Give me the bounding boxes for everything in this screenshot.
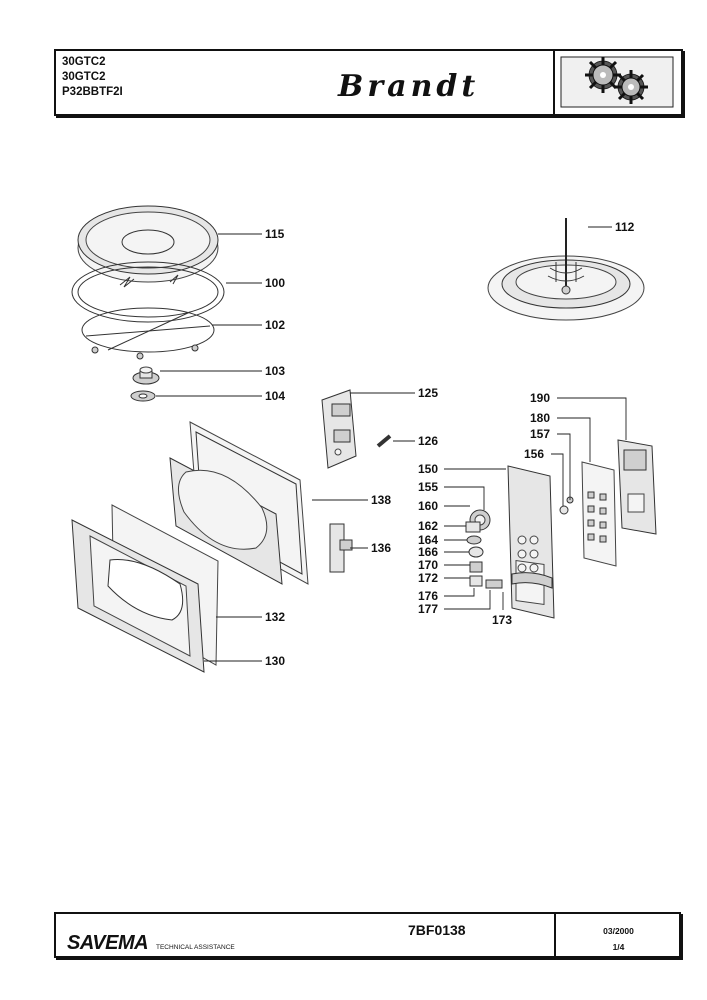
document-number: 7BF0138 — [408, 922, 466, 938]
label-190: 190 — [530, 391, 550, 405]
label-102: 102 — [265, 318, 285, 332]
label-180: 180 — [530, 411, 550, 425]
label-164: 164 — [418, 533, 438, 547]
label-157: 157 — [530, 427, 550, 441]
switch-bracket-part — [321, 389, 357, 469]
label-177: 177 — [418, 602, 438, 616]
label-100: 100 — [265, 276, 285, 290]
turntable-plate-part — [77, 205, 219, 283]
label-112: 112 — [615, 220, 635, 234]
pin-part — [376, 434, 392, 448]
label-132: 132 — [265, 610, 285, 624]
footer-box: SAVEMA TECHNICAL ASSISTANCE 7BF0138 03/2… — [54, 912, 681, 958]
page-number: 1/4 — [612, 942, 625, 952]
label-138: 138 — [371, 493, 391, 507]
washer-part — [130, 390, 156, 402]
control-panel-part — [507, 465, 555, 619]
roller-support-part — [81, 307, 215, 360]
label-125: 125 — [418, 386, 438, 400]
company-name: SAVEMA — [67, 932, 149, 954]
label-115: 115 — [265, 227, 285, 241]
label-130: 130 — [265, 654, 285, 668]
date-box: 03/2000 1/4 — [554, 914, 681, 956]
label-160: 160 — [418, 499, 438, 513]
label-166: 166 — [418, 545, 438, 559]
part-number-labels: 115 100 102 103 104 112 125 126 138 136 … — [265, 220, 635, 668]
display-pcb-part — [617, 439, 657, 535]
assistance-label: TECHNICAL ASSISTANCE — [156, 944, 235, 951]
label-136: 136 — [371, 541, 391, 555]
keyboard-membrane-part — [581, 461, 617, 567]
label-162: 162 — [418, 519, 438, 533]
spacer-part — [559, 505, 569, 515]
door-latch-part — [329, 523, 353, 573]
buttons-parts — [465, 521, 503, 589]
screw-part — [566, 494, 574, 504]
label-173: 173 — [492, 613, 512, 627]
grill-dish-part — [487, 218, 645, 321]
label-150: 150 — [418, 462, 438, 476]
logo-box — [553, 51, 683, 114]
label-176: 176 — [418, 589, 438, 603]
coupler-part — [132, 366, 160, 385]
label-126: 126 — [418, 434, 438, 448]
label-104: 104 — [265, 389, 285, 403]
label-155: 155 — [418, 480, 438, 494]
roller-ring-part — [71, 261, 225, 323]
label-103: 103 — [265, 364, 285, 378]
model-line-3: P32BBTF2I — [62, 86, 123, 98]
door-choke-part — [169, 457, 283, 585]
model-line-1: 30GTC2 — [62, 56, 106, 68]
label-172: 172 — [418, 571, 438, 585]
model-list: 30GTC2 30GTC2 P32BBTF2I — [62, 55, 123, 100]
document-date: 03/2000 — [603, 926, 634, 936]
model-line-2: 30GTC2 — [62, 71, 106, 83]
door-front-part — [71, 519, 205, 673]
label-156: 156 — [524, 447, 544, 461]
header-box: 30GTC2 30GTC2 P32BBTF2I Brandt — [54, 49, 683, 116]
leader-lines — [156, 218, 627, 662]
brand-logo: Brandt — [338, 69, 480, 104]
gears-logo-icon — [560, 56, 674, 108]
label-170: 170 — [418, 558, 438, 572]
